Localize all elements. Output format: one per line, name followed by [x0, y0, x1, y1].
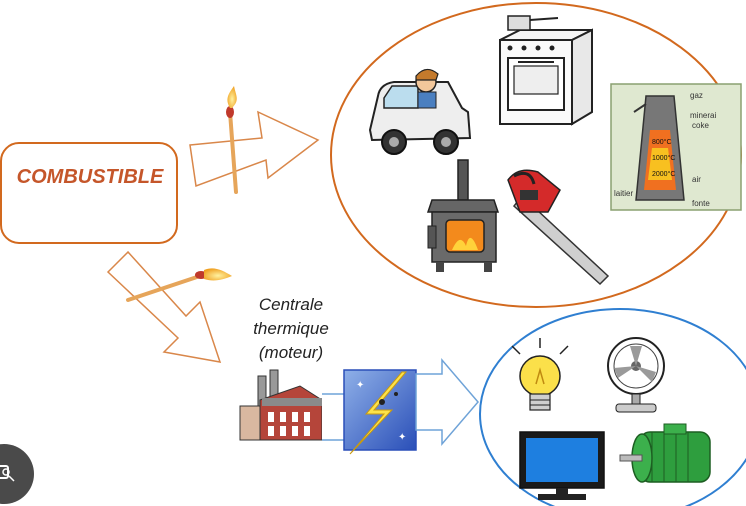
light-bulb-icon — [511, 338, 569, 411]
chainsaw-icon — [507, 169, 610, 286]
arrow-to-heat-uses — [189, 110, 320, 188]
furnace-label-temp2: 1000°C — [652, 154, 675, 162]
stove-icon — [499, 15, 593, 126]
camera-icon — [0, 465, 9, 479]
power-plant-label-line3: (moteur) — [258, 343, 324, 362]
svg-text:✦: ✦ — [398, 432, 406, 443]
monitor-icon — [519, 431, 605, 500]
furnace-label-slag: laitier — [614, 189, 633, 198]
wood-stove-icon — [426, 159, 500, 272]
arrow-to-power-plant — [106, 250, 222, 363]
furnace-label-temp1: 800°C — [652, 138, 672, 146]
svg-text:✦: ✦ — [356, 380, 364, 391]
furnace-label-gas: gaz — [690, 91, 703, 100]
power-plant-label: Centrale thermique (moteur) — [236, 293, 346, 365]
blast-furnace-icon: gaz minerai coke 800°C 1000°C 2000°C air… — [610, 83, 742, 211]
electric-motor-icon — [619, 423, 711, 483]
fan-icon — [607, 337, 665, 413]
arrow-plant-to-electricity — [322, 393, 347, 441]
furnace-label-ore: minerai — [690, 111, 716, 120]
power-plant-label-line2: thermique — [253, 319, 329, 338]
furnace-label-temp3: 2000°C — [652, 170, 675, 178]
furnace-label-iron: fonte — [692, 199, 710, 208]
combustible-label: COMBUSTIBLE — [16, 166, 164, 188]
combustible-box — [0, 142, 178, 244]
match-icon — [226, 86, 238, 194]
furnace-label-coke: coke — [692, 121, 709, 130]
power-plant-icon — [239, 369, 323, 441]
arrow-electricity-to-uses — [415, 357, 479, 447]
car-icon — [368, 68, 472, 155]
power-plant-label-line1: Centrale — [258, 295, 324, 314]
electricity-bolt-icon: ✦ ✦ — [343, 369, 417, 455]
visual-search-button[interactable] — [0, 444, 34, 504]
match-icon-lower — [126, 268, 232, 302]
furnace-label-air: air — [692, 175, 701, 184]
